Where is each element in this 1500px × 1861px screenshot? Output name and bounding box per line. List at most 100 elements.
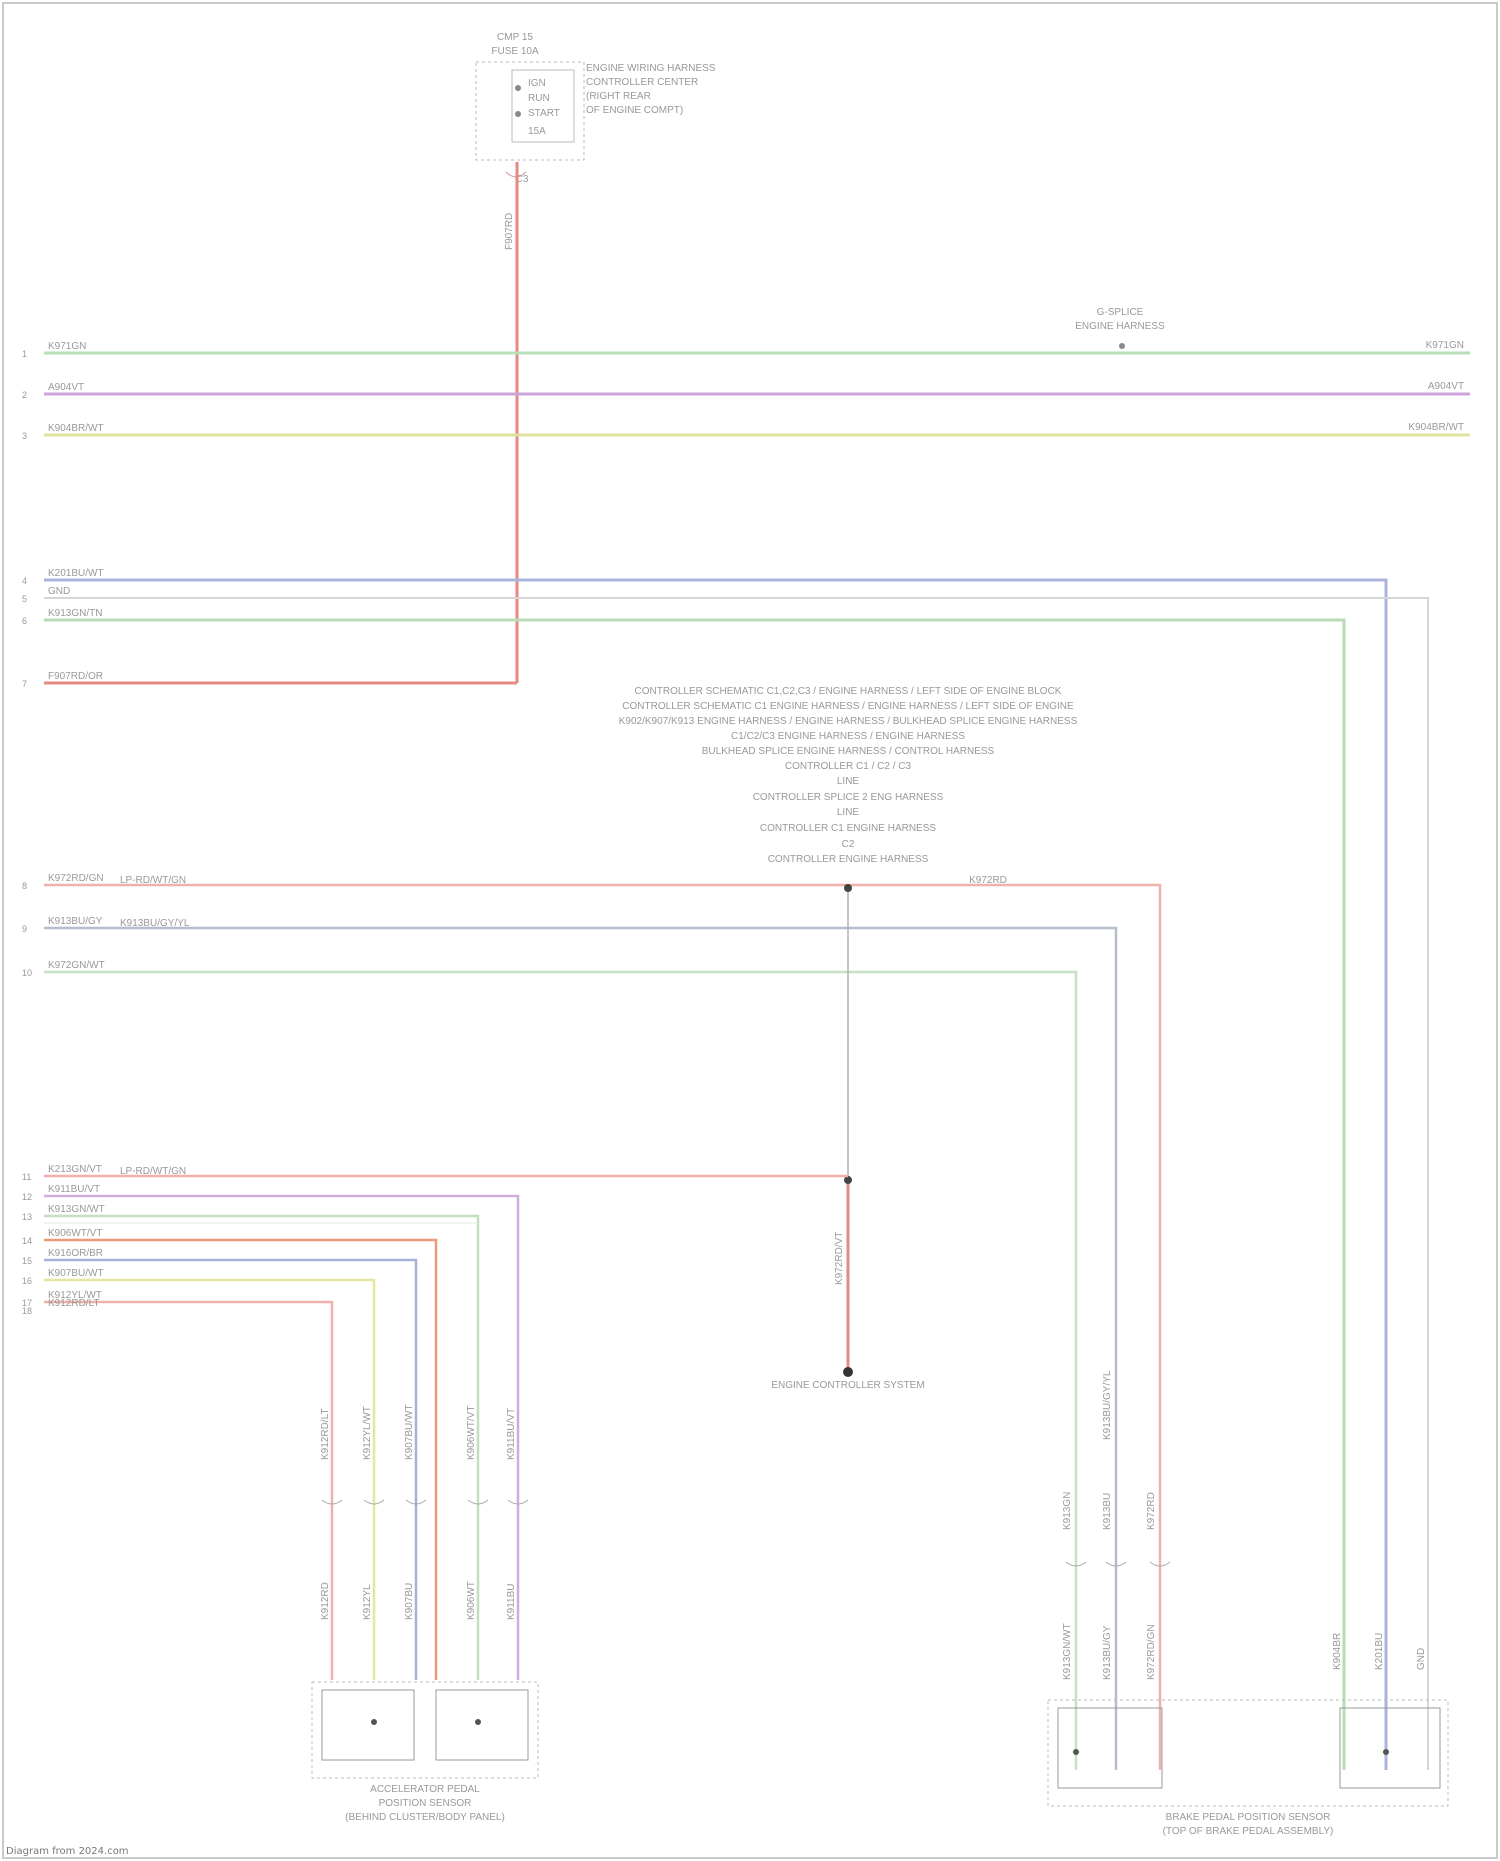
splice-line-8: CONTROLLER SPLICE 2 ENG HARNESS: [753, 792, 944, 803]
left-sensor-box: [312, 1682, 538, 1778]
pin-wire-code: K906WT/VT: [48, 1228, 102, 1239]
splice-line-10: CONTROLLER C1 ENGINE HARNESS: [760, 823, 936, 834]
rs-bottom-6: GND: [1416, 1648, 1427, 1670]
wire-3-right-label: K904BR/WT: [1408, 422, 1464, 433]
ground-wire-label: K972RD/VT: [834, 1232, 845, 1285]
pin-number: 3: [22, 431, 27, 441]
splice-dot-1: [844, 884, 852, 892]
pin-wire-code: K904BR/WT: [48, 423, 104, 434]
splice-line-5: BULKHEAD SPLICE ENGINE HARNESS / CONTROL…: [702, 746, 995, 757]
ls-bottom-5: K911BU: [506, 1583, 517, 1620]
rs-bottom-1: K913GN/WT: [1062, 1623, 1073, 1680]
pin-wire-code: K972GN/WT: [48, 960, 105, 971]
right-sensor-inner-1: [1058, 1708, 1162, 1788]
splice-line-3: K902/K907/K913 ENGINE HARNESS / ENGINE H…: [619, 716, 1078, 727]
rs-bottom-4: K904BR: [1332, 1633, 1343, 1670]
fuse-terminal-2: [515, 111, 521, 117]
pin-wire-code: K911BU/VT: [48, 1184, 100, 1195]
rs-label-2: K913BU: [1102, 1493, 1113, 1530]
splice-line-11: C2: [842, 839, 855, 850]
pin-number: 18: [22, 1306, 32, 1316]
fuse-title-1: CMP 15: [497, 32, 533, 43]
ls-bottom-3: K907BU: [404, 1583, 415, 1620]
ls-label-1: K912RD/LT: [320, 1408, 331, 1460]
pin-wire-code: K913GN/TN: [48, 608, 102, 619]
pin-number: 9: [22, 924, 27, 934]
ls-bottom-4: K906WT: [466, 1581, 477, 1620]
pin-wire-code: K972RD/GN: [48, 873, 104, 884]
fuse-box-line-3: START: [528, 108, 560, 119]
wire-12-violet: [44, 1196, 518, 1680]
wire-1-right-label: K971GN: [1426, 340, 1464, 351]
wire-2-right-label: A904VT: [1428, 381, 1464, 392]
footer-watermark: Diagram from 2024.com: [6, 1846, 129, 1857]
wire-15-orange: [44, 1240, 436, 1680]
ls-bottom-2: K912YL: [362, 1584, 373, 1620]
diagram-border: [3, 3, 1497, 1858]
fuse-wire-code: F907RD: [504, 213, 515, 250]
pin-wire-code: K913BU/GY: [48, 916, 103, 927]
ground-label: ENGINE CONTROLLER SYSTEM: [771, 1380, 924, 1391]
fuse-desc-1: ENGINE WIRING HARNESS: [586, 63, 716, 74]
pin-number: 16: [22, 1276, 32, 1286]
left-sensor-dot-1: [371, 1719, 377, 1725]
ls-label-4: K906WT/VT: [466, 1406, 477, 1460]
splice-line-4: C1/C2/C3 ENGINE HARNESS / ENGINE HARNESS: [731, 731, 965, 742]
fuse-block: CMP 15 FUSE 10A IGN RUN START 15A ENGINE…: [476, 32, 716, 250]
pin-wire-code: K913GN/WT: [48, 1204, 105, 1215]
right-sensor-inner-2: [1340, 1708, 1440, 1788]
wire-9-grey: [44, 928, 1116, 1770]
wire-11-extra: LP-RD/WT/GN: [120, 1166, 186, 1177]
wire-8-red: [44, 885, 1160, 1770]
pin-number: 1: [22, 349, 27, 359]
pin-wire-code: F907RD/OR: [48, 671, 103, 682]
ls-label-2: K912YL/WT: [362, 1406, 373, 1460]
fuse-title-2: FUSE 10A: [491, 46, 539, 57]
left-sensor-wire-labels: K912RD/LT K912YL/WT K907BU/WT K906WT/VT …: [320, 1404, 517, 1620]
right-sensor-label-2: (TOP OF BRAKE PEDAL ASSEMBLY): [1163, 1826, 1334, 1837]
pin-wire-code: K213GN/VT: [48, 1164, 102, 1175]
fuse-desc-2: CONTROLLER CENTER: [586, 77, 698, 88]
left-pin-column: 1K971GN2A904VT3K904BR/WT4K201BU/WT5GND6K…: [22, 341, 105, 1316]
wire-18-red: [44, 1302, 332, 1680]
pin-number: 4: [22, 576, 27, 586]
pin-number: 5: [22, 594, 27, 604]
pin-number: 10: [22, 968, 32, 978]
pin-wire-code: K971GN: [48, 341, 86, 352]
pin-number: 2: [22, 390, 27, 400]
ground-dot: [843, 1367, 853, 1377]
splice-top-label-2: ENGINE HARNESS: [1075, 321, 1165, 332]
fuse-desc-3: (RIGHT REAR: [586, 91, 651, 102]
fuse-box-line-2: RUN: [528, 93, 550, 104]
splice-line-12: CONTROLLER ENGINE HARNESS: [768, 854, 929, 865]
splice-block-text: CONTROLLER SCHEMATIC C1,C2,C3 / ENGINE H…: [619, 686, 1078, 865]
splice-line-9: LINE: [837, 807, 860, 818]
left-sensor-inner-2: [436, 1690, 528, 1760]
splice-top-label-1: G-SPLICE: [1097, 307, 1144, 318]
pin-wire-code: A904VT: [48, 382, 84, 393]
pin-number: 8: [22, 881, 27, 891]
wire-8-extra: LP-RD/WT/GN: [120, 875, 186, 886]
wire-10-green: [44, 972, 1076, 1770]
pin-wire-code: K907BU/WT: [48, 1268, 104, 1279]
pin-number: 14: [22, 1236, 32, 1246]
splice-top-dot: [1119, 343, 1125, 349]
left-sensor-label-3: (BEHIND CLUSTER/BODY PANEL): [345, 1812, 505, 1823]
pin-number: 11: [22, 1172, 31, 1182]
pin-number: 12: [22, 1192, 32, 1202]
right-sensor-dot-2: [1383, 1749, 1389, 1755]
rs-bottom-3: K972RD/GN: [1146, 1624, 1157, 1680]
wire-16-blue: [44, 1260, 416, 1680]
fuse-box-line-1: IGN: [528, 78, 546, 89]
rs-label-1: K913GN: [1062, 1492, 1073, 1530]
rs-bottom-2: K913BU/GY: [1102, 1625, 1113, 1680]
ls-label-3: K907BU/WT: [404, 1404, 415, 1460]
rs-bottom-5: K201BU: [1374, 1633, 1385, 1670]
wire-5-gnd: [44, 598, 1428, 1770]
left-sensor-connectors: [322, 1500, 528, 1504]
pin-number: 6: [22, 616, 27, 626]
wire-9-extra: K913BU/GY/YL: [120, 918, 190, 929]
right-sensor-connectors: [1066, 1562, 1170, 1566]
left-sensor-label-1: ACCELERATOR PEDAL: [370, 1784, 480, 1795]
splice-line-7: LINE: [837, 776, 860, 787]
